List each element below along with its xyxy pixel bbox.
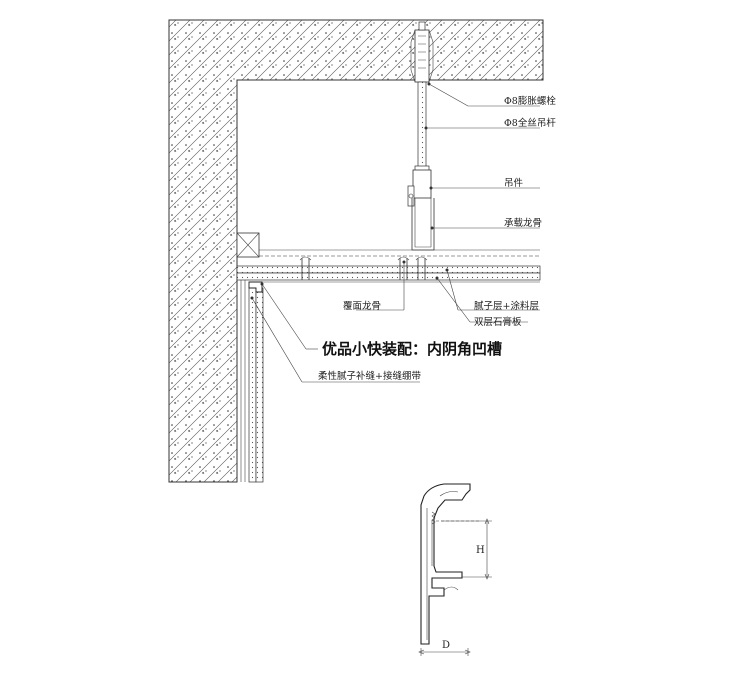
ceiling-layers [236,249,541,283]
cover-keel [299,256,428,280]
label-hanger: 吊件 [504,177,524,189]
groove-profile-detail [418,483,492,656]
hanger [407,169,432,207]
label-threaded-rod: Φ8全丝吊杆 [504,117,556,129]
concrete-structure [168,19,544,483]
label-flexible-putty: 柔性腻子补缝+接缝绷带 [318,370,421,382]
main-keel [411,198,435,251]
leader-lines [250,82,540,383]
label-expansion-bolt: Φ8膨胀螺栓 [504,95,556,107]
expansion-bolt [410,21,434,83]
wood-block [236,232,260,258]
corner-groove-profile [248,281,263,293]
wall-lining [240,280,264,483]
threaded-rod [414,81,430,172]
label-main-keel: 承载龙骨 [504,217,542,229]
dimension-h: H [476,545,485,556]
label-gypsum-board: 双层石膏板 [474,316,522,328]
label-cover-keel: 覆面龙骨 [343,300,381,312]
dimension-d: D [442,640,450,651]
drawing-title: 优品小快装配：内阴角凹槽 [322,340,502,358]
label-putty-paint: 腻子层+涂料层 [474,300,539,312]
